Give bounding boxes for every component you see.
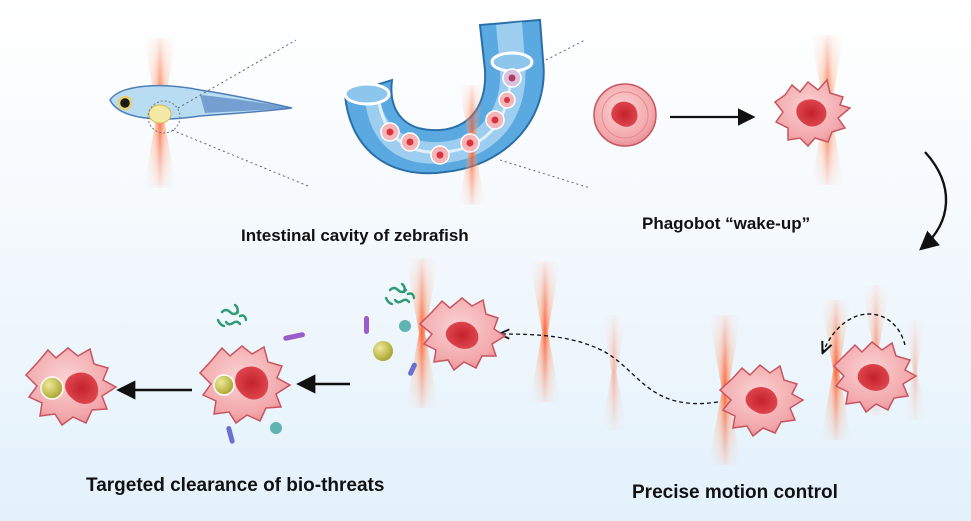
laser-beam: [530, 262, 561, 402]
arrow: [919, 151, 948, 251]
laser-beam: [904, 320, 926, 420]
caption-targeted-clearance: Targeted clearance of bio-threats: [86, 475, 385, 496]
arrow: [500, 334, 719, 405]
rod-bacterium: [226, 426, 235, 444]
fish-intestine: [148, 104, 172, 124]
zebrafish-illustration: [109, 38, 309, 188]
macrophage-cell: [718, 363, 805, 438]
cell-in-gut: [498, 91, 516, 109]
motion-control-zone: [500, 262, 926, 465]
cell-in-gut: [430, 145, 450, 165]
caption-precise-motion-control: Precise motion control: [632, 482, 838, 503]
cell-in-gut: [380, 122, 400, 142]
microparticle: [373, 341, 393, 361]
cell-in-gut: [400, 132, 420, 152]
cell-in-gut: [502, 68, 522, 88]
rod-bacterium: [408, 362, 417, 376]
microparticle: [213, 374, 235, 396]
cell-in-gut: [485, 110, 505, 130]
macrophage-cell-round: [593, 83, 657, 147]
phagobot-wakeup: [773, 35, 852, 185]
arrow: [823, 313, 906, 352]
microparticle: [40, 376, 64, 400]
macrophage-cell: [832, 340, 918, 414]
approach-zone: [364, 258, 507, 408]
bacteria-cluster: [384, 282, 416, 306]
cell-in-gut: [460, 133, 480, 153]
rod-bacterium: [364, 316, 369, 334]
macrophage-cell: [418, 297, 507, 372]
microparticle: [270, 422, 282, 434]
fish-eye: [117, 95, 133, 111]
macrophage-cell: [198, 345, 292, 425]
rod-bacterium: [283, 332, 305, 341]
microparticle: [399, 320, 411, 332]
caption-phagobot-wakeup: Phagobot “wake-up”: [642, 214, 811, 233]
macrophage-cell-final: [24, 347, 118, 427]
intestine-cross-section: [343, 18, 591, 205]
bacteria-cluster: [216, 303, 248, 328]
laser-beam: [601, 315, 626, 430]
caption-intestinal-cavity: Intestinal cavity of zebrafish: [241, 226, 469, 245]
engulfing-zone: [198, 303, 305, 444]
